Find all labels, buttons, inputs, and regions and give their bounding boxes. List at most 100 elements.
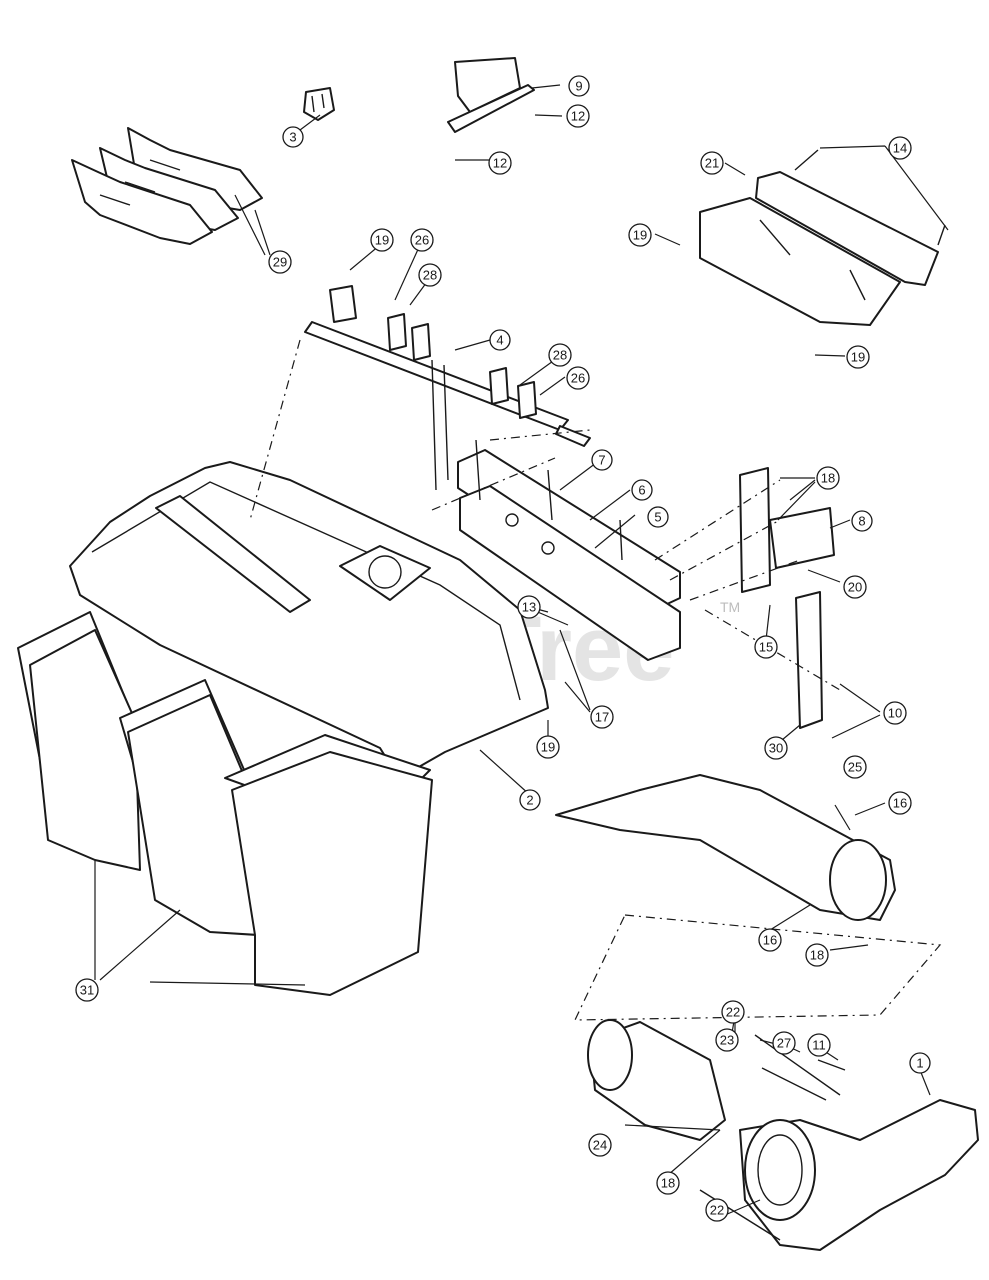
callout-27[interactable]: 27: [772, 1031, 796, 1055]
watermark-trademark: TM: [720, 599, 740, 615]
callout-8[interactable]: 8: [851, 510, 873, 532]
callout-17[interactable]: 17: [590, 705, 614, 729]
callout-number: 26: [571, 371, 585, 386]
callout-10[interactable]: 10: [883, 701, 907, 725]
callout-number: 6: [638, 483, 645, 498]
callout-circle: [909, 1052, 931, 1074]
callout-circle: [705, 1198, 729, 1222]
callout-2[interactable]: 2: [519, 789, 541, 811]
callout-circle: [75, 978, 99, 1002]
callout-31[interactable]: 31: [75, 978, 99, 1002]
callout-number: 18: [810, 948, 824, 963]
callout-circle: [807, 1033, 831, 1057]
callout-circle: [888, 136, 912, 160]
callout-30[interactable]: 30: [764, 736, 788, 760]
callout-circle: [628, 223, 652, 247]
callout-circle: [588, 1133, 612, 1157]
callout-circle: [566, 366, 590, 390]
callout-25[interactable]: 25: [843, 755, 867, 779]
callout-number: 19: [541, 740, 555, 755]
callout-19[interactable]: 19: [628, 223, 652, 247]
callout-circle: [772, 1031, 796, 1055]
callout-number: 15: [759, 640, 773, 655]
callout-18[interactable]: 18: [816, 466, 840, 490]
grass-bags-drawing: [17, 611, 433, 996]
callout-number: 27: [777, 1036, 791, 1051]
lift-bar-drawing: [304, 285, 591, 491]
callout-5[interactable]: 5: [647, 506, 669, 528]
callout-16[interactable]: 16: [888, 791, 912, 815]
callout-number: 26: [415, 233, 429, 248]
callout-circle: [843, 755, 867, 779]
callout-circle: [268, 250, 292, 274]
callout-12[interactable]: 12: [488, 151, 512, 175]
callout-6[interactable]: 6: [631, 479, 653, 501]
callout-number: 3: [289, 130, 296, 145]
callout-circle: [566, 104, 590, 128]
callout-12[interactable]: 12: [566, 104, 590, 128]
callout-number: 29: [273, 255, 287, 270]
callout-number: 9: [575, 79, 582, 94]
callout-number: 24: [593, 1138, 607, 1153]
callout-19[interactable]: 19: [846, 345, 870, 369]
callout-number: 10: [888, 706, 902, 721]
callout-7[interactable]: 7: [591, 449, 613, 471]
mower-blades-drawing: [71, 127, 263, 245]
callout-circle: [370, 228, 394, 252]
callout-circle: [590, 705, 614, 729]
callout-4[interactable]: 4: [489, 329, 511, 351]
callout-number: 8: [858, 514, 865, 529]
callout-22[interactable]: 22: [721, 1000, 745, 1024]
callout-circle: [805, 943, 829, 967]
callout-20[interactable]: 20: [843, 575, 867, 599]
callout-11[interactable]: 11: [807, 1033, 831, 1057]
assembly-guide-lines: [249, 339, 942, 1021]
callout-number: 28: [423, 268, 437, 283]
callout-number: 23: [720, 1033, 734, 1048]
callout-16[interactable]: 16: [758, 928, 782, 952]
callout-number: 17: [595, 710, 609, 725]
callout-14[interactable]: 14: [888, 136, 912, 160]
callout-circle: [517, 595, 541, 619]
callout-number: 18: [661, 1176, 675, 1191]
callout-28[interactable]: 28: [548, 343, 572, 367]
callout-28[interactable]: 28: [418, 263, 442, 287]
callout-19[interactable]: 19: [536, 735, 560, 759]
callout-18[interactable]: 18: [805, 943, 829, 967]
callout-9[interactable]: 9: [568, 75, 590, 97]
callout-number: 19: [633, 228, 647, 243]
callout-24[interactable]: 24: [588, 1133, 612, 1157]
callout-number: 16: [763, 933, 777, 948]
callout-26[interactable]: 26: [410, 228, 434, 252]
callout-18[interactable]: 18: [656, 1171, 680, 1195]
callout-13[interactable]: 13: [517, 595, 541, 619]
callout-circle: [888, 791, 912, 815]
callout-number: 19: [851, 350, 865, 365]
callout-15[interactable]: 15: [754, 635, 778, 659]
callout-number: 18: [821, 471, 835, 486]
callout-circle: [843, 575, 867, 599]
callout-number: 2: [526, 793, 533, 808]
callout-circle: [519, 789, 541, 811]
side-brackets-drawing: [739, 467, 835, 729]
callout-number: 16: [893, 796, 907, 811]
callout-21[interactable]: 21: [700, 151, 724, 175]
callout-3[interactable]: 3: [282, 126, 304, 148]
callout-circle: [816, 466, 840, 490]
small-bracket-drawing: [303, 87, 335, 121]
callout-number: 7: [598, 453, 605, 468]
callout-26[interactable]: 26: [566, 366, 590, 390]
callout-circle: [721, 1000, 745, 1024]
callout-29[interactable]: 29: [268, 250, 292, 274]
callout-19[interactable]: 19: [370, 228, 394, 252]
callout-number: 19: [375, 233, 389, 248]
callout-1[interactable]: 1: [909, 1052, 931, 1074]
callout-number: 12: [571, 109, 585, 124]
callout-23[interactable]: 23: [715, 1028, 739, 1052]
callout-circle: [418, 263, 442, 287]
deflector-drawing: [447, 57, 535, 133]
callout-number: 4: [496, 333, 503, 348]
callout-22[interactable]: 22: [705, 1198, 729, 1222]
callout-number: 31: [80, 983, 94, 998]
